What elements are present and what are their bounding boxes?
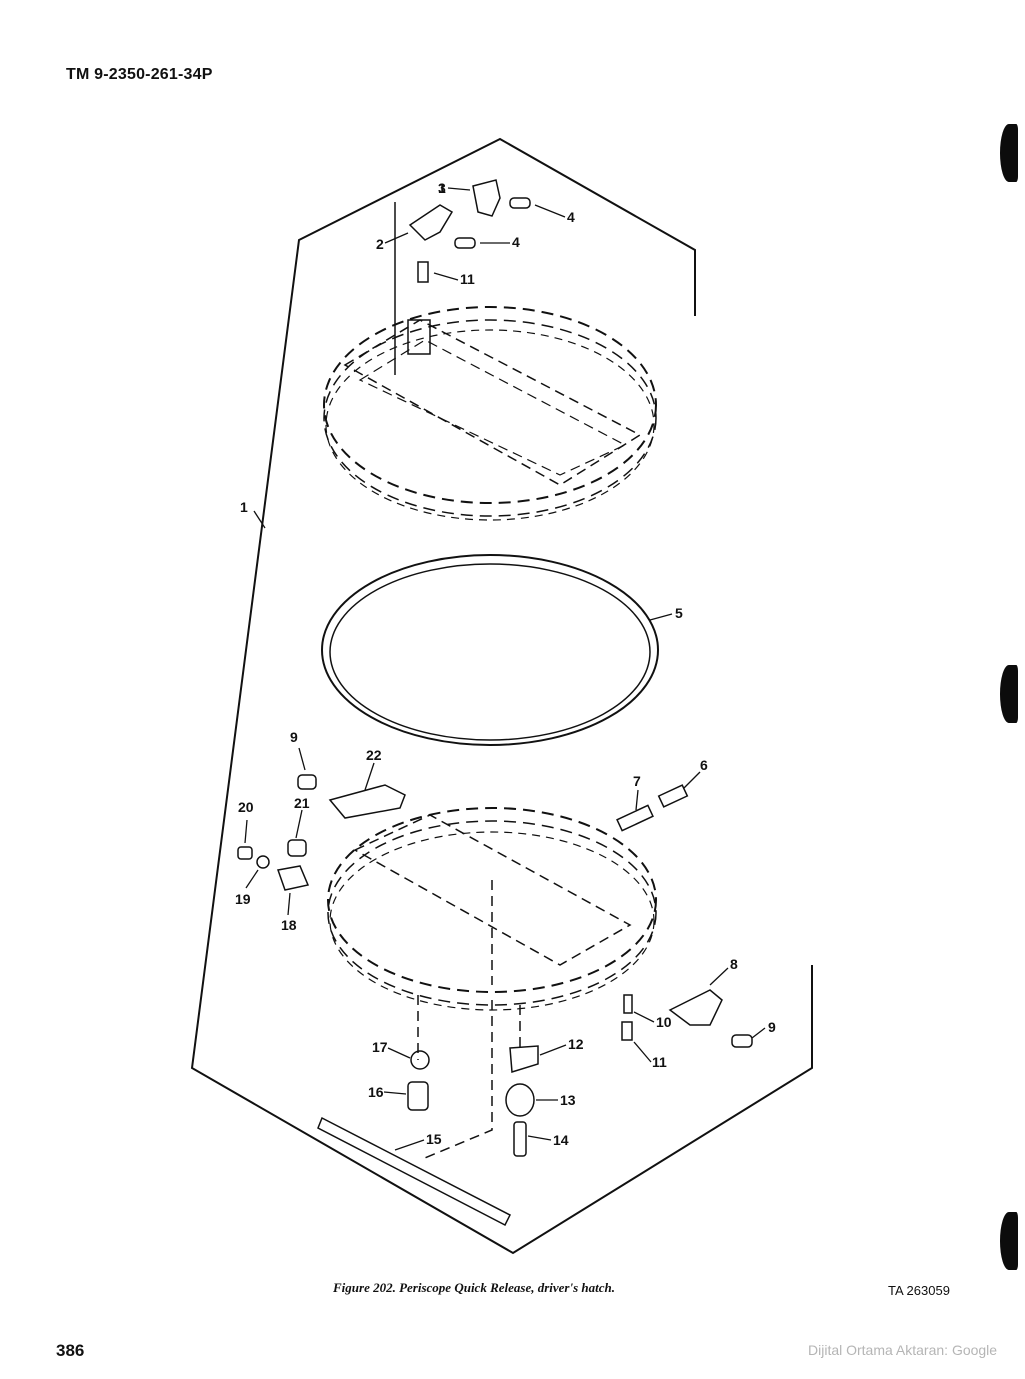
- callout-label: 11: [460, 271, 475, 287]
- callout-label: 3: [438, 180, 446, 196]
- callout-label: 12: [568, 1036, 584, 1052]
- release-bar: [317, 1116, 512, 1227]
- binding-mark: [1000, 1212, 1018, 1270]
- callout-label: 21: [294, 795, 310, 811]
- seal-ring: [321, 554, 659, 746]
- callout-label: 14: [553, 1132, 569, 1148]
- callout-label-item-1: 1: [240, 499, 248, 515]
- callout-labels: 1 2 3 4 4 11 5 6 7 8 9 9 10 11 12 13 14 …: [235, 180, 776, 1148]
- callout-label: 18: [281, 917, 297, 933]
- assembly-outline: [190, 137, 813, 1255]
- callout-label: 10: [656, 1014, 672, 1030]
- callout-label: 9: [290, 729, 298, 745]
- callout-label: 1: [438, 180, 446, 196]
- callout-label: 4: [567, 209, 575, 225]
- callout-label: 15: [426, 1131, 442, 1147]
- callout-label: 16: [368, 1084, 384, 1100]
- callout-label: 13: [560, 1092, 576, 1108]
- callout-label: 19: [235, 891, 251, 907]
- binding-mark: [1000, 124, 1018, 182]
- callout-label: 20: [238, 799, 254, 815]
- document-number: TM 9-2350-261-34P: [66, 66, 213, 83]
- upper-plate: [323, 306, 657, 504]
- callout-label: 6: [700, 757, 708, 773]
- figure-caption: Figure 202. Periscope Quick Release, dri…: [333, 1280, 616, 1295]
- callout-label: 11: [652, 1054, 667, 1070]
- page-number: 386: [56, 1341, 85, 1360]
- callout-label: 17: [372, 1039, 388, 1055]
- callout-label: 5: [675, 605, 683, 621]
- digitizer-watermark: Dijital Ortama Aktaran: Google: [808, 1342, 998, 1358]
- lower-plate: [327, 807, 657, 993]
- ta-number: TA 263059: [888, 1283, 950, 1298]
- callout-label: 8: [730, 956, 738, 972]
- callout-label: 2: [376, 236, 384, 252]
- callout-label: 9: [768, 1019, 776, 1035]
- callout-label: 4: [512, 234, 520, 250]
- callout-label: 22: [366, 747, 382, 763]
- binding-mark: [1000, 665, 1018, 723]
- callout-label: 7: [633, 773, 641, 789]
